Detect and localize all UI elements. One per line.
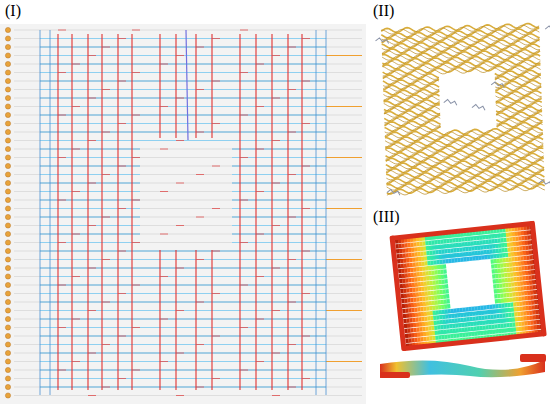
panel-label: (II) — [372, 2, 395, 20]
panel-label: (I) — [4, 2, 22, 20]
strand-layout — [0, 24, 366, 404]
atomistic-model — [375, 22, 550, 195]
side-view — [380, 354, 546, 378]
panel-label: (III) — [372, 208, 401, 226]
heatmap-model — [389, 221, 546, 352]
